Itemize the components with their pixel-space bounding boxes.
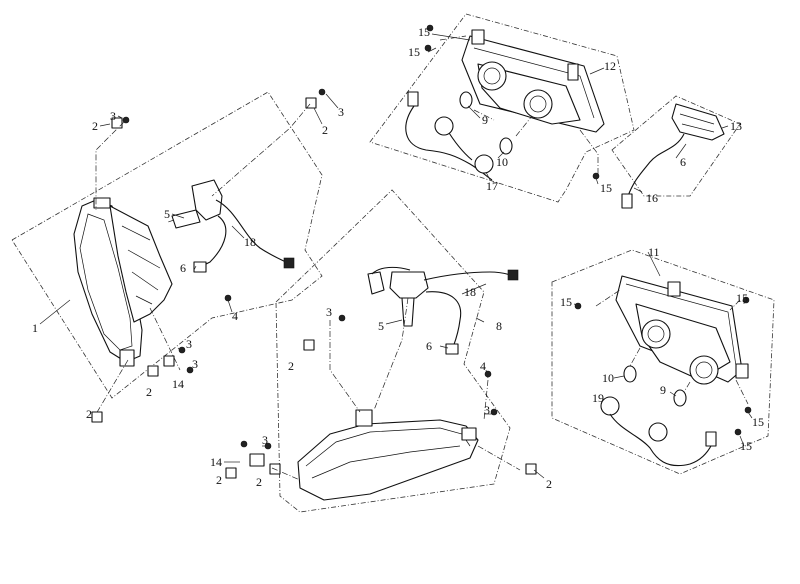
callout-11: 11 — [648, 245, 660, 259]
callout-16: 16 — [646, 191, 658, 205]
top-taillight-left-bulb-socket — [477, 61, 507, 91]
callout-3: 3 — [192, 357, 198, 371]
group-right-taillight-boundary — [551, 249, 775, 475]
right-taillight-assembly — [615, 275, 749, 385]
bulb-9-right — [673, 389, 687, 407]
right-taillight-left-bulb-socket — [641, 319, 671, 349]
callout-3: 3 — [326, 305, 332, 319]
left-headlight-assembly — [73, 197, 173, 367]
callout-10: 10 — [496, 155, 508, 169]
left-bulb — [171, 209, 201, 229]
callout-numbers: 1 2 3 2 3 5 18 6 4 3 14 2 3 2 15 15 12 9… — [32, 25, 764, 491]
callout-9: 9 — [660, 383, 666, 397]
callout-15: 15 — [408, 45, 420, 59]
callout-6: 6 — [426, 339, 432, 353]
callout-2: 2 — [86, 407, 92, 421]
center-bulb-socket-wiring — [367, 266, 519, 355]
left-headlight-tab — [119, 349, 135, 367]
callout-6: 6 — [680, 155, 686, 169]
fasteners — [91, 24, 752, 479]
right-taillight-wire — [609, 413, 713, 466]
callout-18: 18 — [244, 235, 256, 249]
callout-3: 3 — [110, 109, 116, 123]
center-headlight-lens — [297, 419, 479, 501]
top-taillight-wiring — [405, 91, 513, 181]
center-bulb — [367, 271, 385, 295]
leader-lines — [39, 33, 753, 481]
callout-3: 3 — [484, 403, 490, 417]
top-taillight-assembly — [461, 29, 605, 133]
callout-3: 3 — [338, 105, 344, 119]
callout-4: 4 — [480, 359, 486, 373]
left-headlight-lens-inner — [79, 213, 133, 351]
callout-15: 15 — [418, 25, 430, 39]
callout-14: 14 — [210, 455, 222, 469]
center-wire-18 — [423, 271, 515, 281]
callout-1: 1 — [32, 321, 38, 335]
license-light-assembly — [621, 103, 725, 209]
center-headlight-assembly — [297, 409, 479, 501]
left-wire-6 — [197, 215, 227, 269]
callout-17: 17 — [486, 179, 498, 193]
callout-19: 19 — [592, 391, 604, 405]
callout-13: 13 — [730, 119, 742, 133]
callout-2: 2 — [546, 477, 552, 491]
left-headlight-housing — [109, 205, 173, 323]
license-light-wire — [627, 133, 685, 197]
callout-10: 10 — [602, 371, 614, 385]
callout-3: 3 — [262, 433, 268, 447]
callout-15: 15 — [752, 415, 764, 429]
left-bulb-socket-wiring — [171, 179, 295, 273]
socket-9-top — [434, 116, 454, 136]
callout-6: 6 — [180, 261, 186, 275]
top-taillight-right-bulb-socket — [523, 89, 553, 119]
callout-9: 9 — [482, 113, 488, 127]
callout-2: 2 — [92, 119, 98, 133]
license-light-body — [671, 103, 725, 141]
center-socket — [389, 271, 429, 299]
callout-2: 2 — [146, 385, 152, 399]
callout-18: 18 — [464, 285, 476, 299]
callout-2: 2 — [216, 473, 222, 487]
callout-4: 4 — [232, 309, 238, 323]
callout-2: 2 — [256, 475, 262, 489]
group-license-light-boundary — [611, 95, 741, 197]
group-center-headlight-boundary — [275, 189, 511, 513]
bulb-10-right — [623, 365, 637, 383]
bulb-10-top — [499, 137, 513, 155]
callout-15: 15 — [740, 439, 752, 453]
callout-15: 15 — [600, 181, 612, 195]
group-top-taillight-boundary — [369, 13, 635, 203]
callout-8: 8 — [496, 319, 502, 333]
right-taillight-wiring — [600, 365, 717, 466]
right-taillight-right-bulb-socket — [689, 355, 719, 385]
bulb-9-top — [459, 91, 473, 109]
group-left-headlight-boundary — [11, 91, 323, 399]
left-wire-18 — [215, 199, 291, 265]
callout-15: 15 — [736, 291, 748, 305]
callout-5: 5 — [164, 207, 170, 221]
callout-5: 5 — [378, 319, 384, 333]
callout-15: 15 — [560, 295, 572, 309]
group-boundaries — [11, 13, 775, 513]
callout-2: 2 — [288, 359, 294, 373]
callout-2: 2 — [322, 123, 328, 137]
callout-14: 14 — [172, 377, 184, 391]
callout-3: 3 — [186, 337, 192, 351]
callout-12: 12 — [604, 59, 616, 73]
